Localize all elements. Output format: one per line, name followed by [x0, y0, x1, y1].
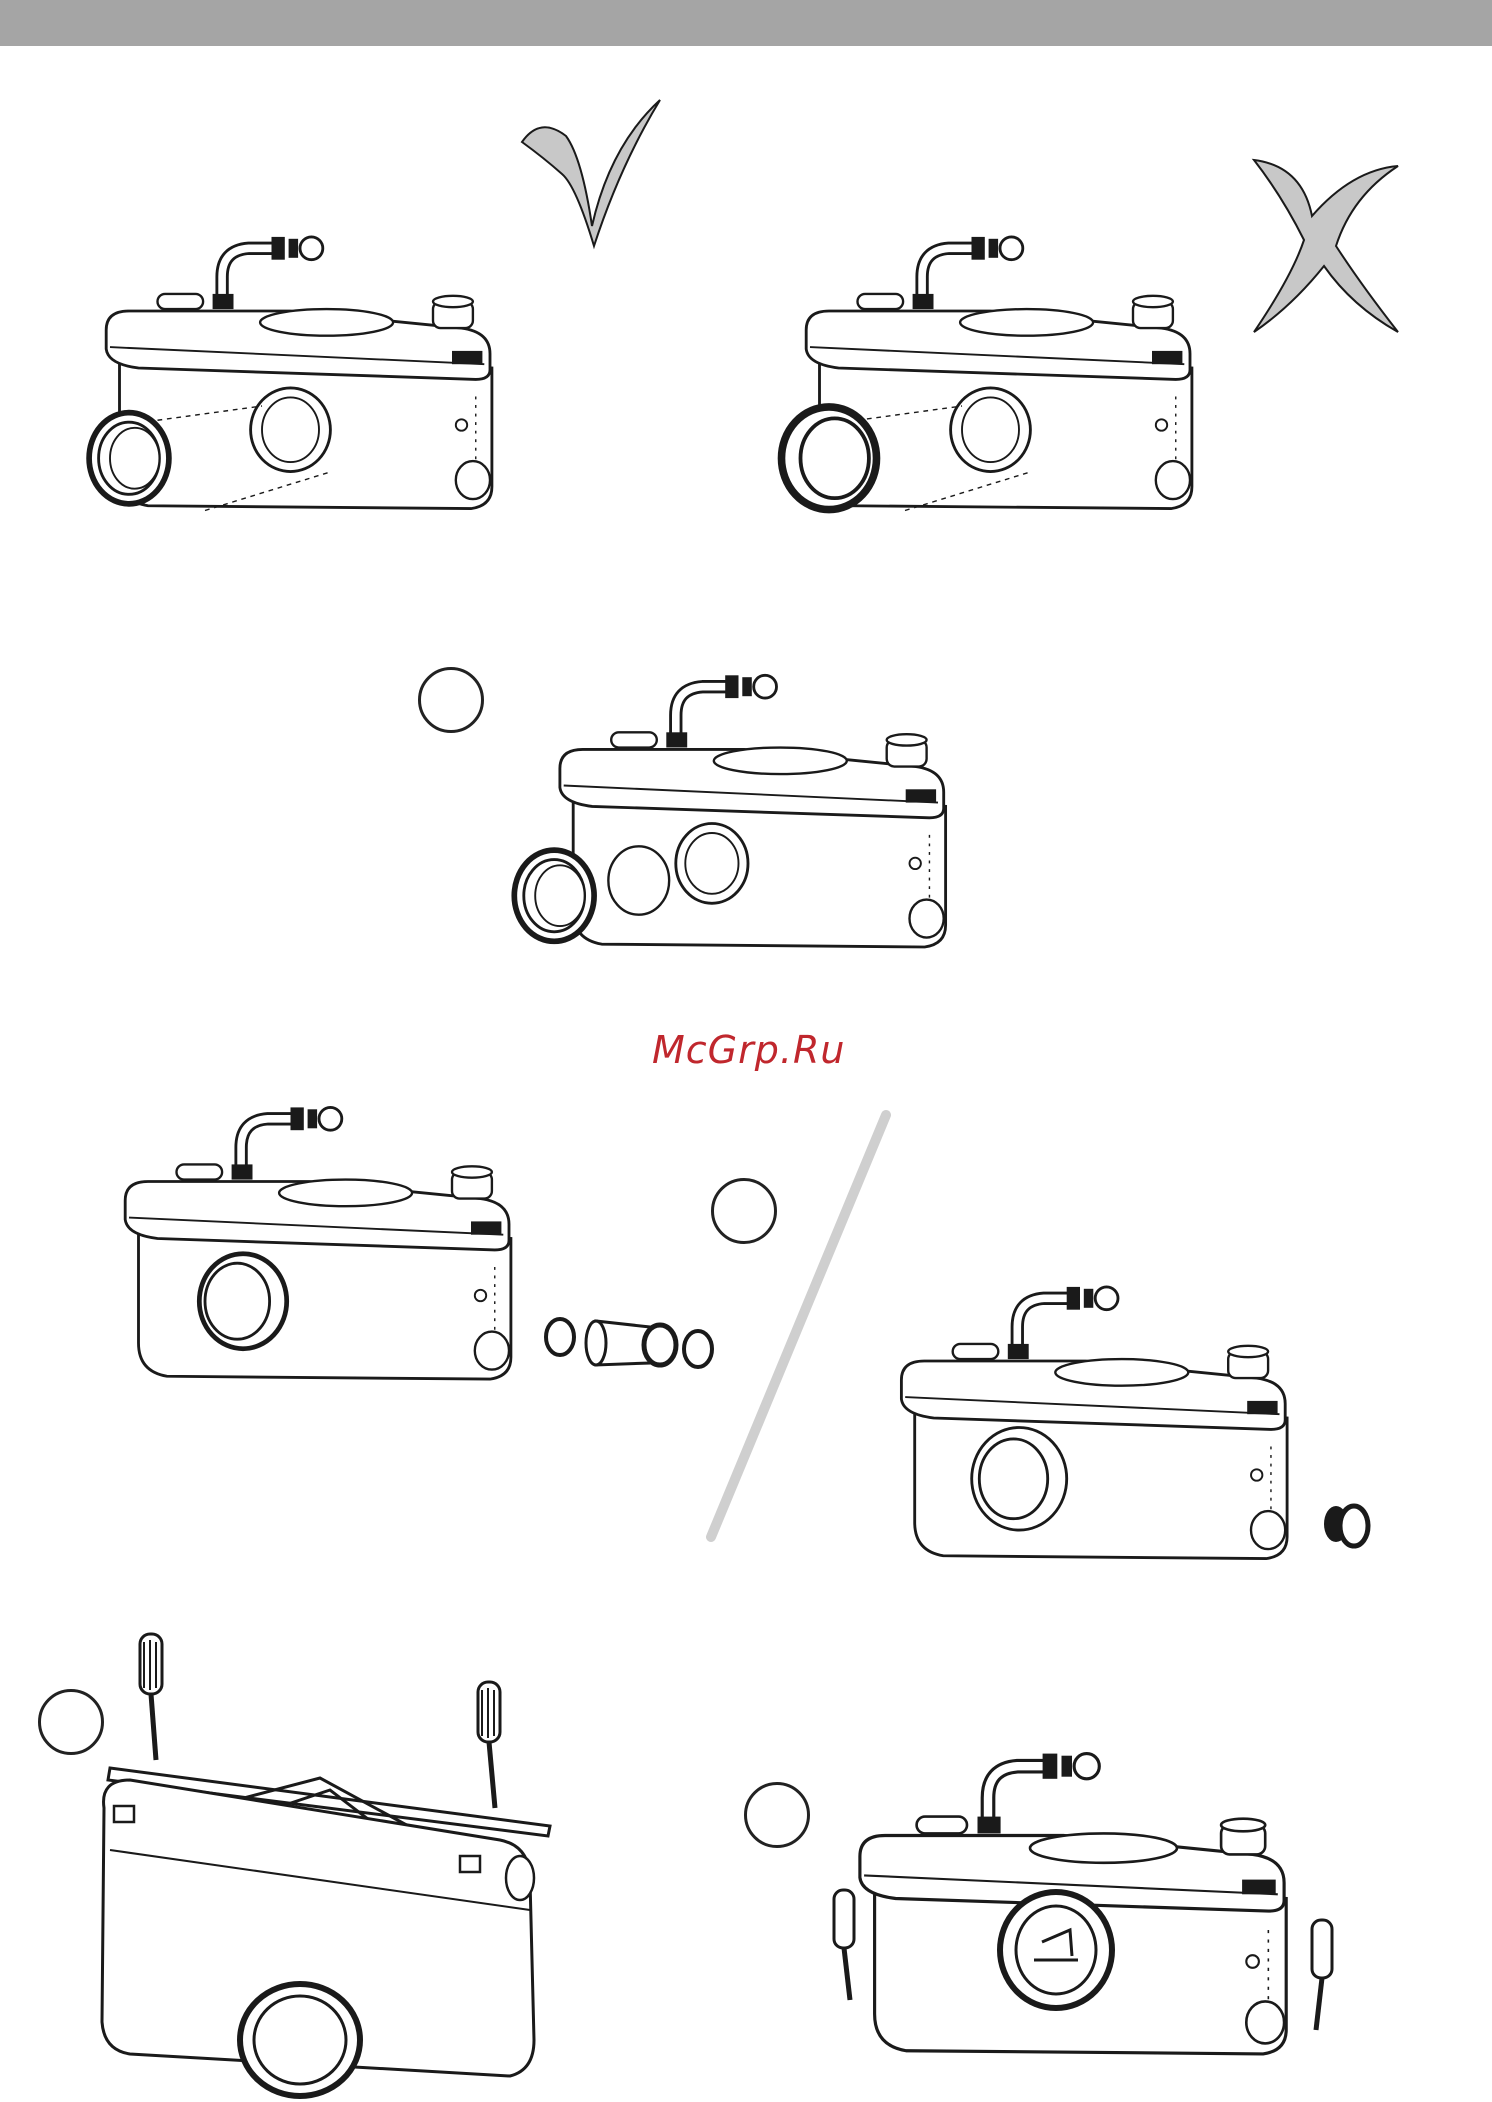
- step-circle: [744, 1782, 810, 1848]
- small-coupling: [1318, 1500, 1378, 1554]
- figure-side-inlet: [70, 1020, 530, 1404]
- figure-fix-bracket: [90, 1630, 570, 2102]
- figure-mount: [820, 1720, 1380, 2102]
- figure-correct: [80, 140, 520, 524]
- watermark: McGrp.Ru: [652, 1028, 845, 1072]
- figure-incorrect: [780, 140, 1220, 524]
- step-circle: [418, 667, 484, 733]
- figure-alt-inlet: [850, 1190, 1310, 1574]
- figure-remove-cap: [480, 586, 940, 970]
- step-circle: [711, 1178, 777, 1244]
- cross-mark-icon: [1252, 156, 1402, 340]
- screwdriver-icon: [140, 1634, 162, 1760]
- header-bar: [0, 0, 1492, 46]
- hose-connector-kit: [540, 1305, 720, 1389]
- check-mark-icon: [520, 96, 670, 260]
